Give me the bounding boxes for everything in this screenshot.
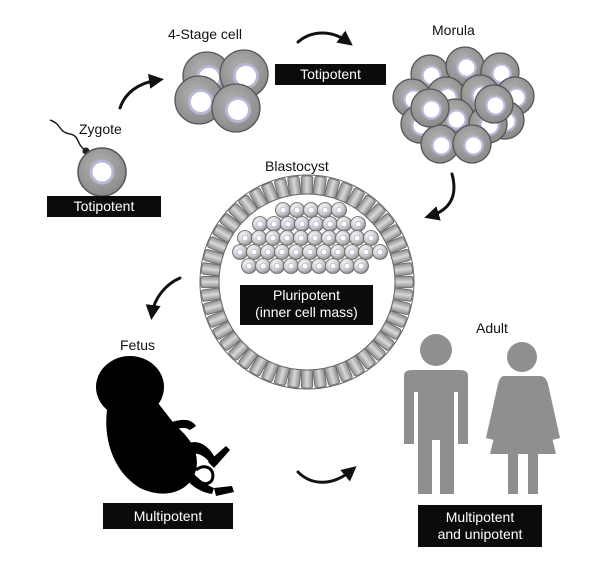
zygote-potency-badge: Totipotent — [47, 196, 161, 217]
blastocyst-icon — [199, 174, 415, 390]
blastocyst-potency-badge: Pluripotent (inner cell mass) — [240, 285, 373, 325]
woman-silhouette-icon — [486, 342, 560, 494]
fetus-potency-badge: Multipotent — [103, 503, 233, 529]
blastocyst-potency-line2: (inner cell mass) — [255, 304, 358, 320]
adult-label: Adult — [476, 320, 508, 336]
four-stage-cell-icon — [174, 49, 269, 133]
curved-arrow-icon — [118, 30, 456, 484]
fetus-silhouette-icon — [96, 356, 234, 496]
adult-potency-line2: and unipotent — [437, 526, 523, 542]
four-stage-potency-badge: Totipotent — [275, 64, 386, 85]
zygote-label: Zygote — [79, 121, 122, 137]
morula-label: Morula — [432, 22, 475, 38]
four-stage-cell-label: 4-Stage cell — [168, 26, 242, 42]
fetus-label: Fetus — [120, 337, 156, 353]
blastocyst-label: Blastocyst — [265, 158, 329, 174]
adult-potency-line1: Multipotent — [445, 509, 515, 525]
man-silhouette-icon — [404, 334, 468, 494]
morula-icon — [392, 46, 535, 164]
blastocyst-potency-line1: Pluripotent — [273, 287, 340, 303]
adult-potency-badge: Multipotent and unipotent — [418, 505, 542, 547]
